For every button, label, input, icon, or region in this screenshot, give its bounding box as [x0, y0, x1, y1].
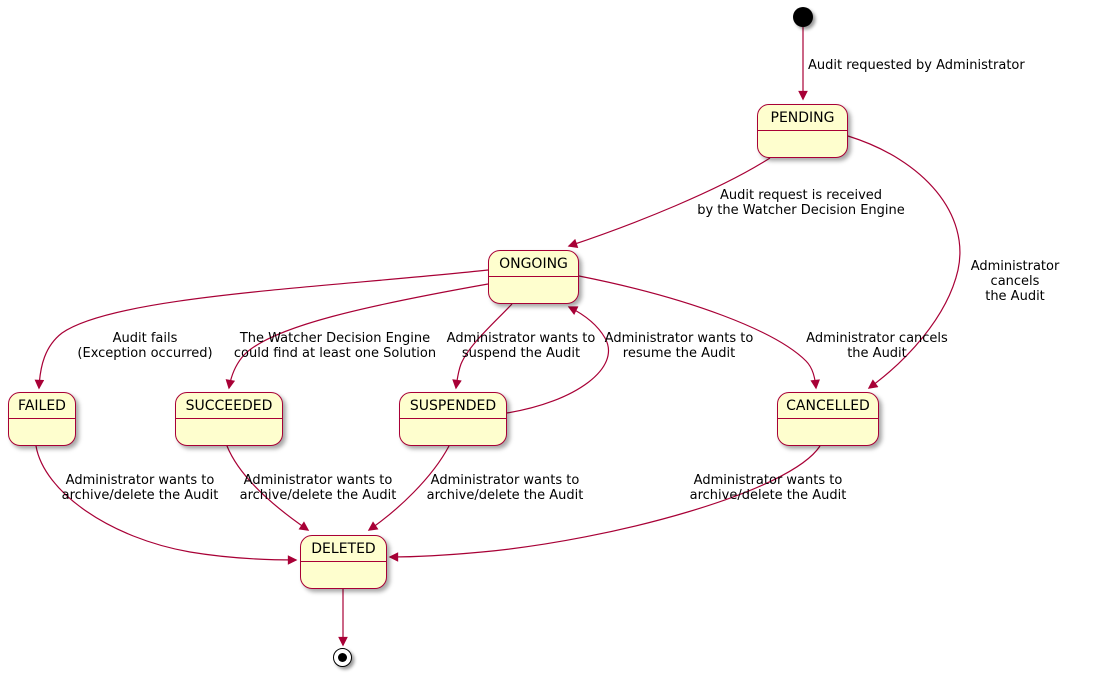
edge-label-suspended-to-deleted: Administrator wants to archive/delete th… — [426, 473, 584, 503]
state-failed: FAILED — [8, 392, 76, 446]
edge-succeeded-to-deleted — [226, 445, 310, 531]
edge-suspended-to-deleted — [367, 445, 450, 531]
edge-label-ongoing-to-succeeded: The Watcher Decision Engine could find a… — [233, 331, 437, 361]
state-failed-body — [9, 419, 75, 445]
initial-state — [793, 7, 813, 27]
edge-ongoing-to-succeeded — [225, 283, 489, 390]
state-succeeded-label: SUCCEEDED — [176, 393, 282, 419]
edge-pending-to-ongoing — [567, 157, 771, 248]
edge-label-pending-to-ongoing: Audit request is received by the Watcher… — [697, 188, 905, 218]
edge-suspended-to-ongoing — [506, 306, 610, 414]
edge-cancelled-to-deleted — [388, 445, 821, 562]
state-deleted-label: DELETED — [301, 536, 386, 562]
state-ongoing-label: ONGOING — [489, 251, 578, 277]
edge-label-pending-to-cancelled: Administrator cancels the Audit — [970, 259, 1060, 304]
state-pending-body — [758, 131, 847, 157]
edge-label-succeeded-to-deleted: Administrator wants to archive/delete th… — [239, 473, 397, 503]
state-pending: PENDING — [757, 104, 848, 158]
edge-ongoing-to-failed — [34, 269, 489, 390]
state-cancelled-body — [778, 419, 878, 445]
state-deleted: DELETED — [300, 535, 387, 589]
final-state — [333, 648, 352, 667]
edge-label-failed-to-deleted: Administrator wants to archive/delete th… — [61, 473, 219, 503]
edge-failed-to-deleted — [35, 445, 298, 565]
state-ongoing: ONGOING — [488, 250, 579, 304]
state-ongoing-body — [489, 277, 578, 303]
state-succeeded: SUCCEEDED — [175, 392, 283, 446]
state-suspended-body — [400, 419, 506, 445]
edge-ongoing-to-cancelled — [578, 275, 820, 390]
state-pending-label: PENDING — [758, 105, 847, 131]
state-suspended-label: SUSPENDED — [400, 393, 506, 419]
state-suspended: SUSPENDED — [399, 392, 507, 446]
edge-label-cancelled-to-deleted: Administrator wants to archive/delete th… — [689, 473, 847, 503]
state-cancelled-label: CANCELLED — [778, 393, 878, 419]
state-cancelled: CANCELLED — [777, 392, 879, 446]
edge-label-initial-to-pending: Audit requested by Administrator — [808, 58, 1025, 73]
edge-pending-to-cancelled — [847, 135, 961, 389]
edge-label-suspended-to-ongoing: Administrator wants to resume the Audit — [604, 331, 754, 361]
edge-ongoing-to-suspended — [452, 303, 513, 390]
edge-label-ongoing-to-failed: Audit fails (Exception occurred) — [77, 331, 213, 361]
state-failed-label: FAILED — [9, 393, 75, 419]
state-succeeded-body — [176, 419, 282, 445]
state-deleted-body — [301, 562, 386, 588]
edge-label-ongoing-to-suspended: Administrator wants to suspend the Audit — [446, 331, 596, 361]
final-state-dot — [338, 653, 347, 662]
edge-label-ongoing-to-cancelled: Administrator cancels the Audit — [806, 331, 948, 361]
